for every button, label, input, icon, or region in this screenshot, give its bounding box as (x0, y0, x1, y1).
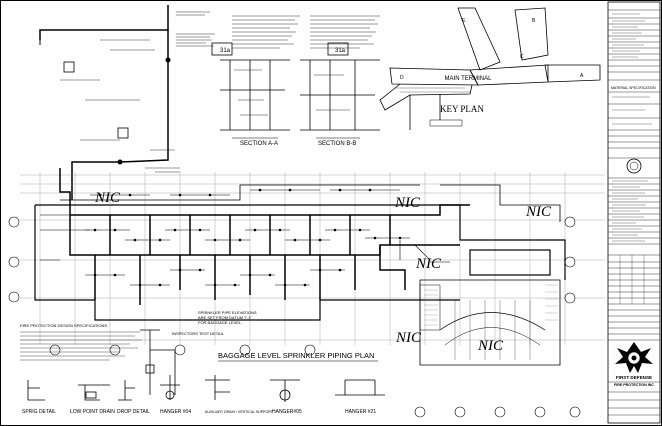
detail-drawings (27, 375, 385, 402)
grid-bubbles (8, 216, 581, 418)
section-tag-right: 31a (335, 48, 346, 54)
nic-label-1: NIC (94, 190, 121, 206)
plan-note-line-3: FOR BAGGAGE LEVEL (198, 320, 242, 325)
inspector-test-label: INSPECTORS TEST DETAIL (172, 331, 225, 336)
section-tag-left: 31a (220, 48, 231, 54)
detail-label-hanger-21: HANGER #21 (345, 409, 376, 415)
plan-title: BAGGAGE LEVEL SPRINKLER PIPING PLAN (218, 351, 374, 360)
riser-isometric (39, 5, 215, 200)
detail-label-hanger-04: HANGER #04 (160, 409, 191, 415)
design-spec-lines (20, 331, 142, 361)
plan-note-line-2: ARE SET FROM DATUM 7'-1" (198, 315, 253, 320)
detail-label-hanger-05: HANGER#05 (272, 409, 302, 415)
company-name-line-1: FIRST DEFENSE (616, 375, 652, 380)
section-a-a-title: SECTION A-A (240, 141, 278, 147)
section-a-a (211, 42, 290, 139)
key-plan-zone-b: B (532, 18, 536, 24)
key-plan-zone-d: D (400, 75, 404, 81)
key-plan-title: KEY PLAN (440, 104, 484, 114)
nic-label-2: NIC (394, 195, 421, 211)
fire-department-seal (626, 158, 642, 174)
plan-note-line-1: SPRINKLER PIPE ELEVATIONS (198, 310, 257, 315)
valve-assembly-notes (232, 15, 380, 49)
inspector-test-detail (140, 329, 176, 395)
key-plan-zone-a: A (580, 73, 584, 79)
detail-label-sprig: SPRIG DETAIL (22, 409, 56, 415)
key-plan (379, 7, 601, 130)
nic-label-4: NIC (415, 256, 442, 272)
nic-label-6: NIC (477, 338, 504, 354)
key-plan-terminal-label: MAIN TERMINAL (445, 76, 493, 82)
nic-label-3: NIC (525, 204, 552, 220)
key-plan-zone-c: C (520, 54, 524, 60)
nic-label-5: NIC (395, 330, 422, 346)
section-b-b-title: SECTION B-B (318, 141, 356, 147)
sprinkler-branches (85, 189, 450, 286)
detail-label-low-point: LOW POINT DRAIN (70, 409, 115, 415)
company-name-line-2: FIRE PROTECTION INC (614, 383, 654, 387)
section-b-b (300, 42, 380, 139)
sprinkler-heads (93, 188, 402, 287)
detail-label-aux-drain: AUXILIARY DRAIN / VERTICAL SUPPORT (205, 410, 274, 414)
company-logo (615, 342, 653, 373)
key-plan-zone-e: E (462, 18, 466, 24)
material-spec-caption: MATERIAL SPECIFICATION (611, 86, 656, 90)
title-block (607, 1, 661, 424)
detail-label-drop: DROP DETAIL (117, 409, 150, 415)
tile-hatch (424, 284, 558, 326)
sprinkler-mains (59, 168, 470, 305)
design-spec-title: FIRE PROTECTION DESIGN SPECIFICATIONS (20, 323, 107, 328)
